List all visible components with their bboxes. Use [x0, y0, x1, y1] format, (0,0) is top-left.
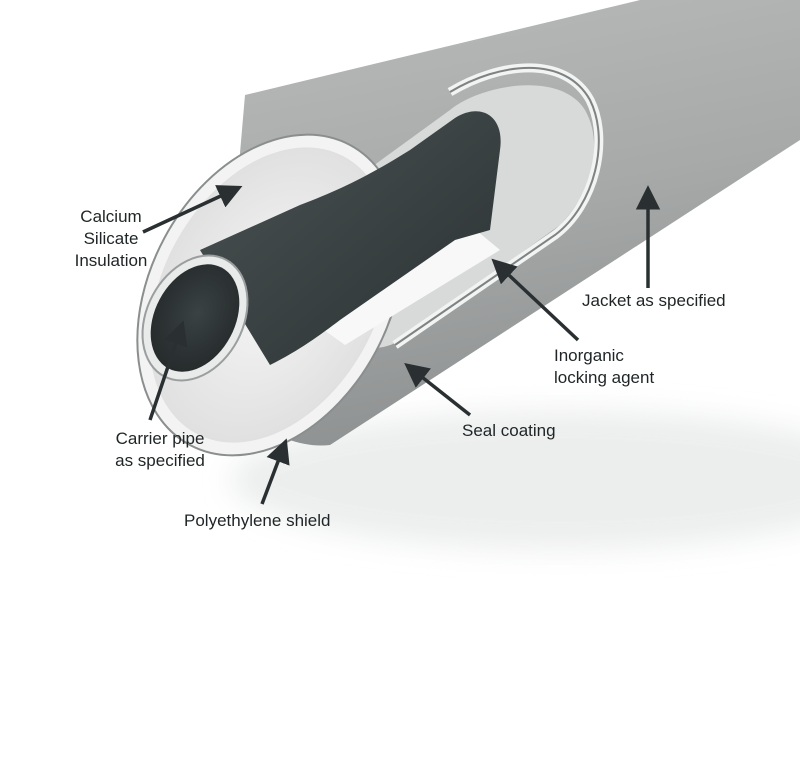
floor-shadow: [230, 410, 800, 550]
label-calcium-silicate-insulation: Calcium Silicate Insulation: [56, 206, 166, 272]
carrier-pipe-body: [200, 111, 501, 365]
label-polyethylene-shield: Polyethylene shield: [184, 511, 331, 530]
arrow-polyethylene-shield: [260, 438, 290, 505]
label-carrier-pipe: Carrier pipe as specified: [100, 428, 220, 472]
label-line: locking agent: [554, 368, 655, 387]
arrow-calcium-silicate: [142, 185, 243, 234]
arrow-seal-coating: [404, 362, 472, 417]
label-line: Inorganic: [554, 346, 624, 365]
label-line: as specified: [115, 451, 205, 470]
arrow-carrier-pipe: [148, 320, 188, 421]
label-line: Calcium: [80, 207, 142, 226]
label-inorganic-locking-agent: Inorganic locking agent: [554, 345, 654, 389]
locking-agent-strip: [310, 225, 500, 345]
label-line: Carrier pipe: [115, 429, 205, 448]
label-seal-coating: Seal coating: [462, 421, 556, 440]
seal-coating-line: [394, 66, 600, 346]
label-line: Insulation: [74, 251, 148, 270]
label-line: Silicate: [83, 229, 139, 248]
arrow-locking-agent: [491, 258, 580, 342]
label-jacket: Jacket as specified: [582, 291, 726, 310]
